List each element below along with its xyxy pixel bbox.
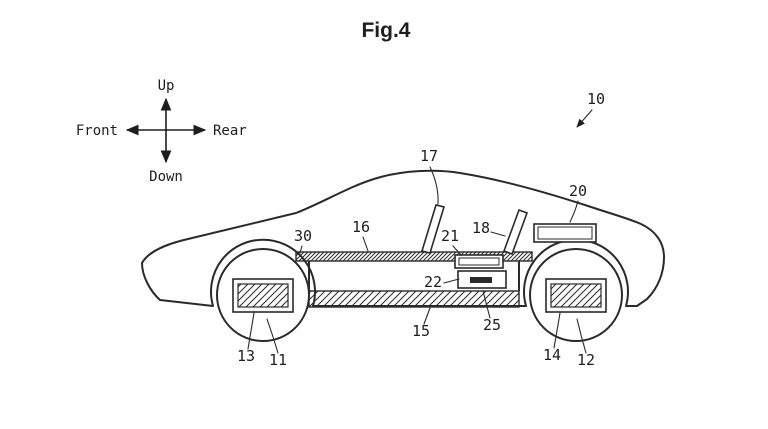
leader-15 [423, 307, 431, 325]
part-20-box-inner [537, 226, 593, 240]
direction-compass: Up Down Front Rear [76, 78, 247, 185]
leader-11 [266, 318, 279, 354]
part-21-box-inner [458, 257, 500, 266]
battery-frame-top-strip [295, 251, 533, 262]
ref-label-10: 10 [587, 90, 605, 108]
leader-21 [452, 245, 462, 256]
car-body-outline [141, 169, 665, 307]
ref-label-21: 21 [441, 227, 459, 245]
rear-wheel-unit-core [550, 283, 602, 308]
ref-label-12: 12 [577, 351, 595, 369]
ref-label-17: 17 [420, 147, 438, 165]
leader-10 [576, 109, 593, 128]
ref-label-11: 11 [269, 351, 287, 369]
compass-front-label: Front [76, 123, 118, 139]
leader-14 [553, 312, 561, 349]
ref-label-20: 20 [569, 182, 587, 200]
front-wheel-unit-core [237, 283, 289, 308]
part-20-box [533, 223, 597, 243]
reference-numerals: 10 17 20 16 30 21 18 22 25 15 13 11 14 1… [237, 90, 605, 369]
leader-25 [482, 290, 491, 319]
ref-label-25: 25 [483, 316, 501, 334]
ref-label-16: 16 [352, 218, 370, 236]
ref-label-14: 14 [543, 346, 561, 364]
leader-lines [247, 109, 593, 354]
leader-17 [429, 166, 439, 205]
part-17-stick [420, 204, 446, 254]
compass-up-label: Up [158, 78, 175, 94]
ref-label-18: 18 [472, 219, 490, 237]
part-18-stick [502, 208, 529, 256]
ref-label-15: 15 [412, 322, 430, 340]
leader-20 [569, 200, 579, 223]
leader-18 [490, 231, 506, 237]
leader-12 [576, 318, 587, 354]
floor-panel [308, 290, 520, 308]
part-21-box [454, 254, 504, 269]
ref-label-13: 13 [237, 347, 255, 365]
ref-label-30: 30 [294, 227, 312, 245]
leader-13 [247, 312, 255, 350]
leader-16 [362, 236, 369, 252]
part-25-element [470, 277, 492, 283]
ref-label-22: 22 [424, 273, 442, 291]
leader-30 [299, 245, 303, 254]
figure-title: Fig.4 [361, 19, 410, 42]
compass-down-label: Down [149, 169, 183, 185]
compass-rear-label: Rear [213, 123, 247, 139]
leader-22 [443, 278, 460, 284]
